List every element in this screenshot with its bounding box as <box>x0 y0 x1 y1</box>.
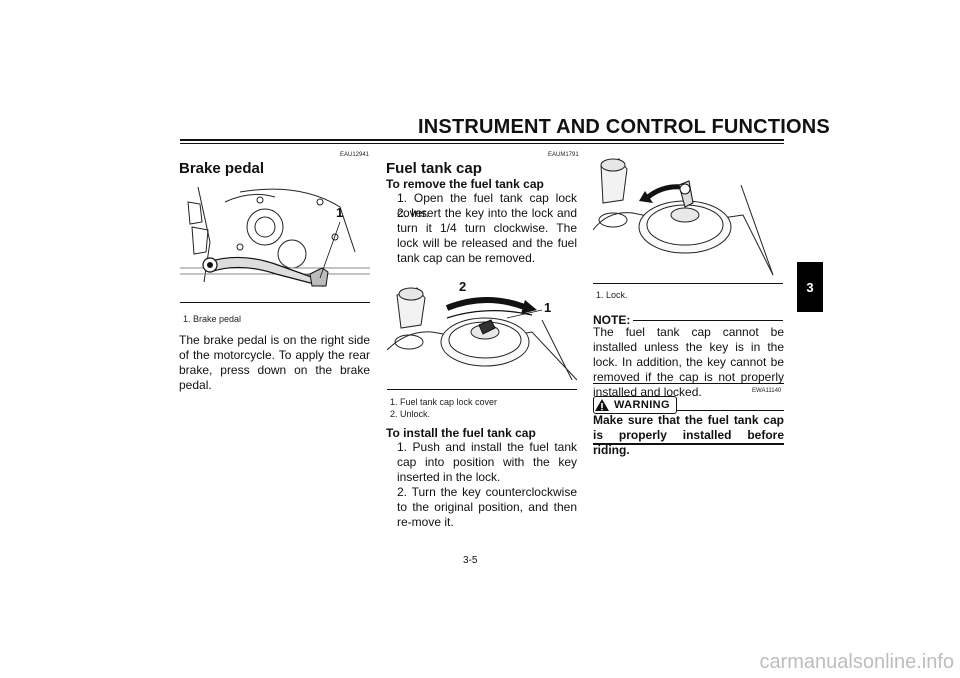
fuel-caption-rule <box>387 389 577 390</box>
lock-caption-rule <box>593 283 783 284</box>
fuel-cap-lock-illustration <box>593 158 774 276</box>
brake-callout-1: 1 <box>336 205 344 220</box>
brake-heading: Brake pedal <box>179 160 265 177</box>
remove-step-2: 2. Insert the key into the lock and turn… <box>397 206 577 265</box>
fuel-callout-2: 2 <box>459 279 467 294</box>
fuel-section-code: EAUM1791 <box>548 152 579 158</box>
page-header-title: INSTRUMENT AND CONTROL FUNCTIONS <box>418 116 830 138</box>
lock-caption: 1. Lock. <box>596 290 628 300</box>
header-rule <box>180 139 784 141</box>
header-rule-thin <box>180 143 784 144</box>
page-number: 3-5 <box>463 555 478 566</box>
note-text: The fuel tank cap cannot be installed un… <box>593 325 784 399</box>
warning-rule <box>676 410 784 411</box>
note-end-rule <box>593 383 784 384</box>
note-label: NOTE: <box>593 313 631 327</box>
install-step-1: 1. Push and install the fuel tank cap in… <box>397 440 577 484</box>
fuel-heading: Fuel tank cap <box>386 160 482 177</box>
note-rule <box>633 320 783 321</box>
brake-caption-rule <box>180 302 370 303</box>
watermark: carmanualsonline.info <box>759 651 954 673</box>
install-step-2: 2. Turn the key counterclockwise to the … <box>397 485 577 529</box>
warning-end-rule <box>593 443 784 445</box>
warning-text: Make sure that the fuel tank cap is prop… <box>593 413 784 457</box>
remove-heading: To remove the fuel tank cap <box>386 177 544 191</box>
brake-caption: 1. Brake pedal <box>183 314 242 324</box>
warning-code: EWA11140 <box>752 388 782 394</box>
warning-badge: WARNING <box>593 396 677 414</box>
fuel-caption-1: 1. Fuel tank cap lock cover <box>390 397 498 407</box>
fuel-caption-2: 2. Unlock. <box>390 409 431 419</box>
brake-section-code: EAU12941 <box>340 152 370 158</box>
warning-triangle-icon <box>594 397 610 413</box>
brake-pedal-illustration <box>180 186 370 287</box>
install-heading: To install the fuel tank cap <box>386 426 536 440</box>
section-tab[interactable]: 3 <box>797 262 823 312</box>
brake-body: The brake pedal is on the right side of … <box>179 333 370 392</box>
remove-step-1: 1. Open the fuel tank cap lock cover. <box>397 191 577 220</box>
warning-label: WARNING <box>614 399 670 411</box>
fuel-cap-unlock-illustration <box>387 287 577 381</box>
fuel-callout-1: 1 <box>544 300 552 315</box>
